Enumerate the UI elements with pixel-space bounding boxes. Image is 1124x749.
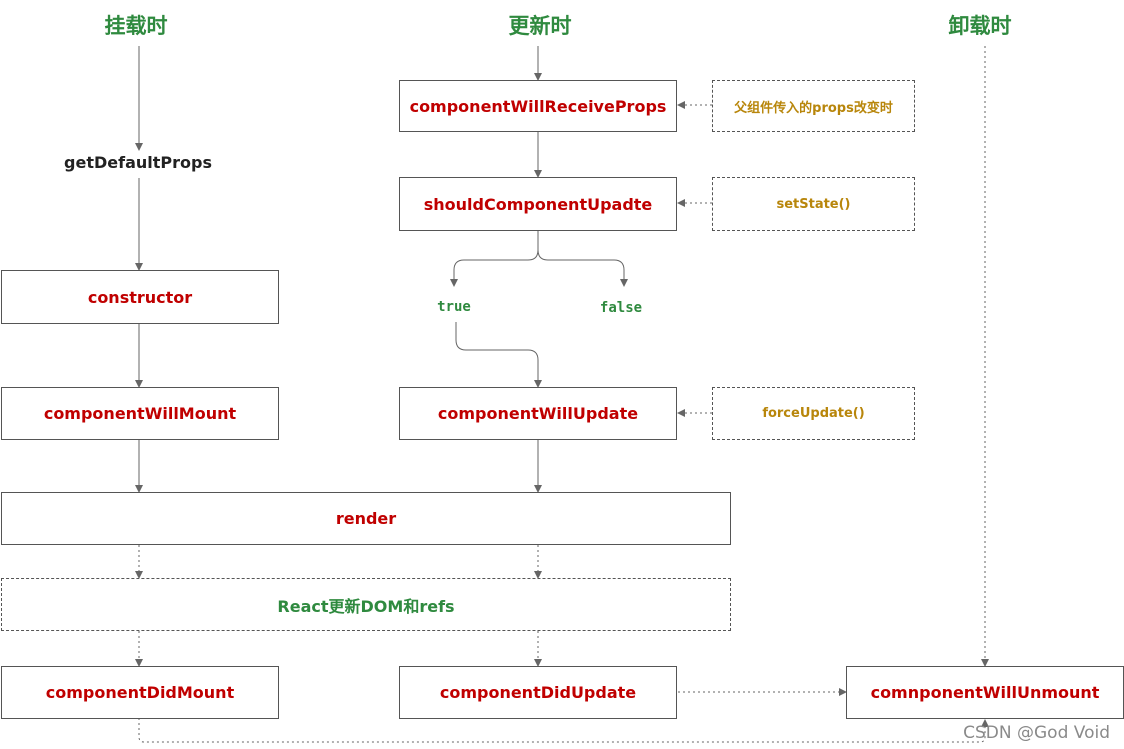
- header-mount: 挂载时: [104, 14, 168, 38]
- componentdidmount-box: componentDidMount: [1, 666, 279, 719]
- branch-false-label: false: [599, 300, 643, 316]
- dotted-didmount-to-willunmount: [138, 718, 989, 743]
- props-change-trigger: 父组件传入的props改变时: [712, 80, 915, 132]
- branch-true-label: true: [437, 299, 471, 315]
- componentwillunmount-box: comnponentWillUnmount: [846, 666, 1124, 719]
- shouldcomponentupdate-box: shouldComponentUpadte: [399, 177, 677, 231]
- setstate-trigger: setState(): [712, 177, 915, 231]
- forceupdate-trigger: forceUpdate(): [712, 387, 915, 440]
- react-update-dom-refs-box: React更新DOM和refs: [1, 578, 731, 631]
- componentwillreceiveprops-box: componentWillReceiveProps: [399, 80, 677, 132]
- watermark: CSDN @God Void: [963, 723, 1110, 743]
- componentdidupdate-box: componentDidUpdate: [399, 666, 677, 719]
- componentwillmount-box: componentWillMount: [1, 387, 279, 440]
- brace-shouldupdate-branch: [453, 231, 625, 282]
- constructor-box: constructor: [1, 270, 279, 324]
- arrow-true-to-willupdate: [455, 322, 542, 388]
- componentwillupdate-box: componentWillUpdate: [399, 387, 677, 440]
- render-box: render: [1, 492, 731, 545]
- header-update: 更新时: [508, 14, 572, 38]
- getdefaultprops-label: getDefaultProps: [64, 153, 212, 172]
- header-unmount: 卸载时: [948, 14, 1012, 38]
